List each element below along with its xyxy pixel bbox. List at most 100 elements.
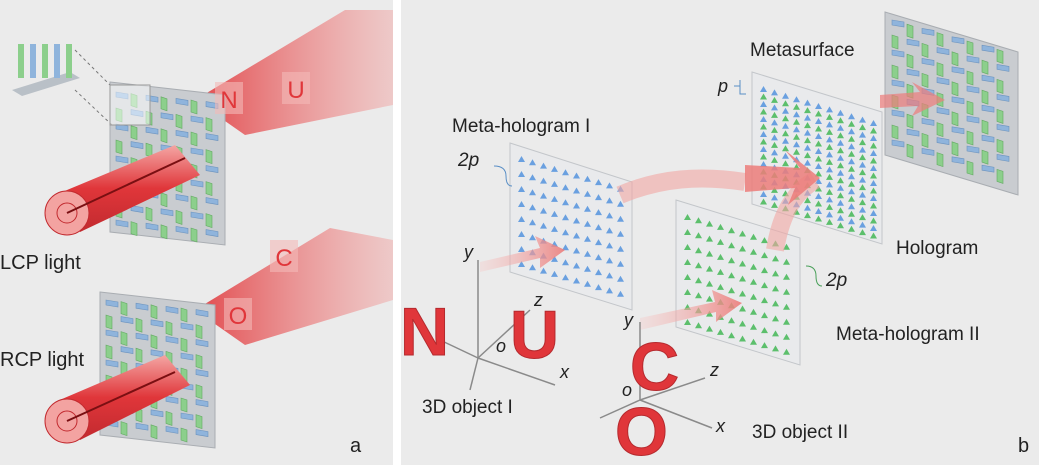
meta-atom-triangle	[518, 246, 525, 252]
meta-atom-triangle	[606, 182, 613, 189]
meta-atom-triangle	[859, 221, 866, 228]
nanopillar	[175, 130, 189, 138]
meta-atom-triangle	[859, 191, 866, 198]
meta-atom-triangle	[826, 113, 833, 120]
nanopillar	[130, 205, 144, 213]
nanopillar	[120, 346, 134, 354]
meta-atom-triangle	[584, 280, 591, 287]
nanopillar	[966, 100, 974, 116]
meta-atom-triangle	[782, 115, 789, 122]
meta-atom-triangle	[804, 129, 811, 136]
meta-atom-triangle	[771, 156, 778, 163]
meta-atom-triangle	[551, 255, 558, 262]
nanopillar	[105, 314, 113, 330]
meta-atom-triangle	[804, 204, 811, 211]
nanopillar	[921, 72, 929, 88]
meta-atom-triangle	[848, 120, 855, 127]
nanopillar	[891, 139, 905, 148]
nanopillar	[190, 179, 204, 188]
meta-atom-triangle	[551, 180, 558, 187]
object-2-arrow	[640, 290, 742, 330]
lcp-light-label: LCP light	[0, 252, 81, 274]
nanopillar	[906, 68, 920, 77]
meta-atom-triangle	[617, 245, 624, 252]
nanopillar	[996, 124, 1010, 132]
meta-atom-triangle	[815, 170, 822, 177]
meta-atom-triangle	[540, 162, 547, 169]
meta-atom-triangle	[804, 137, 811, 144]
beam-letter-o: O	[229, 303, 248, 330]
meta-atom-triangle	[706, 235, 713, 242]
meta-atom-triangle	[782, 107, 789, 114]
panel-a-label: a	[350, 435, 362, 457]
nanopillar	[180, 322, 194, 331]
nanopillar	[951, 66, 965, 75]
nanopillar	[165, 320, 173, 336]
meta-atom-triangle	[706, 295, 713, 302]
meta-atom-triangle	[717, 238, 724, 245]
meta-atom-triangle	[870, 157, 877, 164]
meta-atom-triangle	[826, 211, 833, 218]
object-letter-c: C	[630, 329, 679, 405]
meta-atom-triangle	[793, 111, 800, 118]
nanopillar	[891, 64, 899, 80]
object-letter-u: U	[510, 297, 559, 373]
meta-atom-triangle	[606, 287, 613, 294]
meta-atom-triangle	[695, 277, 702, 284]
object-letter-o: O	[615, 394, 668, 465]
nanopillar	[205, 133, 219, 141]
beam-letter-u: U	[287, 77, 304, 104]
pitch-2p-bracket-1	[493, 165, 513, 187]
meta-atom-triangle	[848, 150, 855, 157]
meta-atom-triangle	[760, 191, 767, 197]
meta-atom-triangle	[562, 259, 569, 266]
meta-atom-triangle	[717, 268, 724, 275]
meta-atom-triangle	[684, 289, 691, 295]
meta-atom-triangle	[584, 250, 591, 257]
meta-atom-triangle	[826, 181, 833, 188]
axes-object-1	[439, 260, 556, 391]
nanopillar	[175, 226, 189, 234]
panel-b-label: b	[1018, 435, 1029, 457]
meta-atom-triangle	[804, 122, 811, 129]
meta-atom-triangle	[540, 267, 547, 274]
nanopillar	[906, 53, 914, 69]
meta-atom-triangle	[771, 89, 778, 96]
nanopillar	[190, 195, 198, 211]
meta-atom-triangle	[815, 155, 822, 162]
nanopillar	[936, 32, 944, 48]
nanopillar	[180, 397, 188, 413]
meta-atom-triangle	[739, 275, 746, 282]
nanopillar	[175, 113, 183, 129]
meta-atom-triangle	[870, 232, 877, 239]
meta-atom-triangle	[595, 269, 602, 276]
meta-atom-triangle	[815, 133, 822, 139]
meta-atom-triangle	[573, 187, 580, 194]
meta-atom-triangle	[750, 233, 757, 240]
meta-atom-triangle	[826, 121, 833, 128]
meta-atom-triangle	[826, 166, 833, 173]
axis2-origin: o	[622, 380, 632, 400]
meta-atom-triangle	[826, 151, 833, 158]
meta-atom-triangle	[761, 312, 768, 319]
nanopillar	[205, 229, 219, 237]
nanopillar	[981, 134, 995, 143]
meta-atom-triangle	[837, 222, 844, 229]
nanopillar	[115, 219, 129, 228]
nanopillar	[180, 352, 194, 361]
unit-cell-inset	[12, 44, 151, 126]
meta-atom-triangle	[848, 158, 855, 165]
meta-atom-triangle	[848, 113, 855, 120]
meta-atom-triangle	[573, 172, 580, 179]
meta-atom-triangle	[750, 248, 757, 255]
nanopillar	[936, 107, 950, 115]
meta-atom-triangle	[859, 184, 866, 191]
meta-atom-triangle	[848, 195, 855, 202]
meta-atom-triangle	[728, 242, 735, 249]
meta-atom-triangle	[815, 215, 822, 222]
meta-atom-triangle	[728, 272, 735, 279]
nanopillar	[996, 168, 1004, 184]
nanopillar	[996, 138, 1004, 154]
nanopillar	[105, 299, 119, 308]
